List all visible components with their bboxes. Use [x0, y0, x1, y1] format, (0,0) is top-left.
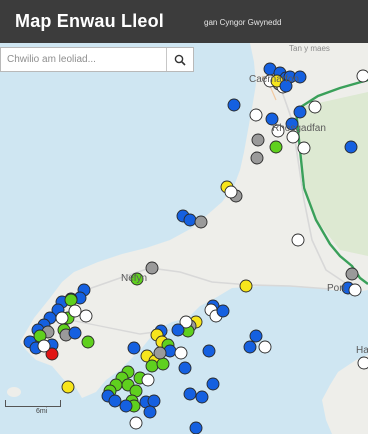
place-marker-white-103[interactable]	[129, 416, 143, 430]
place-marker-white-26[interactable]	[224, 185, 238, 199]
place-marker-green-79[interactable]	[156, 357, 170, 371]
app-header: Map Enwau Lleol gan Cyngor Gwynedd	[0, 0, 368, 43]
place-marker-yellow-105[interactable]	[61, 380, 75, 394]
place-marker-blue-16[interactable]	[293, 105, 307, 119]
scale-bar-label: 6mi	[36, 408, 48, 415]
place-marker-white-82[interactable]	[174, 346, 188, 360]
place-marker-blue-4[interactable]	[293, 70, 307, 84]
place-marker-blue-86[interactable]	[243, 340, 257, 354]
place-marker-green-48[interactable]	[64, 293, 78, 307]
place-marker-gray-80[interactable]	[153, 346, 167, 360]
place-marker-blue-28[interactable]	[183, 213, 197, 227]
place-marker-blue-22[interactable]	[344, 140, 358, 154]
place-marker-blue-102[interactable]	[143, 405, 157, 419]
park-boundary-north	[295, 78, 368, 112]
place-marker-white-23[interactable]	[286, 130, 300, 144]
place-marker-white-20[interactable]	[297, 141, 311, 155]
place-marker-blue-106[interactable]	[183, 387, 197, 401]
place-marker-green-21[interactable]	[269, 140, 283, 154]
place-marker-blue-69[interactable]	[171, 323, 185, 337]
place-marker-blue-109[interactable]	[189, 421, 203, 434]
place-marker-white-36[interactable]	[348, 283, 362, 297]
place-marker-blue-104[interactable]	[119, 399, 133, 413]
place-marker-blue-58[interactable]	[68, 326, 82, 340]
place-marker-gray-19[interactable]	[250, 151, 264, 165]
place-marker-gray-18[interactable]	[251, 133, 265, 147]
place-marker-blue-9[interactable]	[279, 79, 293, 93]
map-view[interactable]: Tan y maes Caernarfon Rhosgadfan Nefyn P…	[0, 43, 368, 434]
place-marker-yellow-33[interactable]	[239, 279, 253, 293]
place-label-porthmadog: Port	[327, 283, 346, 294]
place-marker-white-52[interactable]	[68, 304, 82, 318]
place-marker-gray-34[interactable]	[345, 267, 359, 281]
place-marker-blue-84[interactable]	[249, 329, 263, 343]
search-button[interactable]	[166, 48, 193, 71]
place-label-rhosgadfan: Rhosgadfan	[272, 123, 326, 134]
place-marker-white-30[interactable]	[291, 233, 305, 247]
place-marker-green-57[interactable]	[81, 335, 95, 349]
search-icon	[174, 54, 186, 66]
poi-layer	[23, 62, 368, 434]
place-marker-green-78[interactable]	[145, 359, 159, 373]
search-input[interactable]	[1, 48, 166, 71]
place-marker-white-95[interactable]	[141, 373, 155, 387]
road-a499	[79, 267, 331, 293]
place-marker-blue-97[interactable]	[108, 394, 122, 408]
land-bardsey	[7, 387, 21, 397]
place-marker-white-15[interactable]	[308, 100, 322, 114]
place-marker-blue-75[interactable]	[127, 341, 141, 355]
place-marker-gray-29[interactable]	[194, 215, 208, 229]
scale-bar	[5, 400, 61, 407]
place-marker-gray-31[interactable]	[145, 261, 159, 275]
place-marker-blue-101[interactable]	[147, 394, 161, 408]
place-marker-blue-81[interactable]	[178, 361, 192, 375]
place-marker-white-10[interactable]	[356, 69, 368, 83]
place-marker-white-60[interactable]	[37, 339, 51, 353]
place-marker-blue-83[interactable]	[202, 344, 216, 358]
place-label-nefyn: Nefyn	[121, 273, 148, 284]
place-label-harlech: Ha	[356, 345, 368, 356]
place-marker-blue-107[interactable]	[195, 390, 209, 404]
place-marker-white-87[interactable]	[357, 356, 368, 370]
place-marker-blue-64[interactable]	[216, 304, 230, 318]
place-marker-white-68[interactable]	[179, 315, 193, 329]
place-marker-white-53[interactable]	[79, 309, 93, 323]
place-marker-blue-11[interactable]	[227, 98, 241, 112]
land-mainland	[20, 43, 368, 434]
place-marker-blue-108[interactable]	[206, 377, 220, 391]
search-box	[0, 47, 194, 72]
place-marker-blue-13[interactable]	[265, 112, 279, 126]
place-marker-green-32[interactable]	[130, 272, 144, 286]
place-marker-white-17[interactable]	[271, 124, 285, 138]
place-label-caernarfon: Caernarfon	[249, 74, 300, 85]
place-marker-white-85[interactable]	[258, 340, 272, 354]
place-marker-red-59[interactable]	[45, 347, 59, 361]
place-marker-white-12[interactable]	[249, 108, 263, 122]
place-label-tan-y-maes: Tan y maes	[289, 44, 330, 53]
place-marker-blue-14[interactable]	[285, 117, 299, 131]
app-title: Map Enwau Lleol	[15, 11, 165, 31]
place-marker-white-51[interactable]	[55, 311, 69, 325]
land-anglesey	[250, 43, 368, 74]
app-subtitle: gan Cyngor Gwynedd	[204, 18, 282, 27]
map-canvas[interactable]	[0, 43, 368, 434]
land-park	[296, 92, 368, 256]
